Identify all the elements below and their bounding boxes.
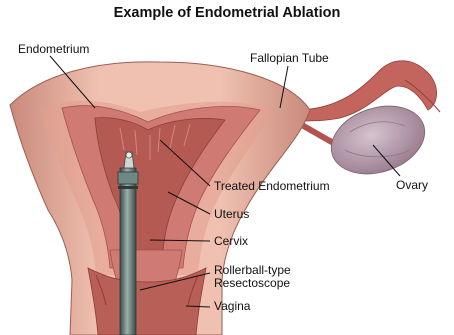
label-endometrium: Endometrium bbox=[18, 43, 89, 56]
label-fallopian-tube: Fallopian Tube bbox=[250, 52, 329, 65]
resectoscope-shaft bbox=[120, 168, 136, 335]
label-treated-endometrium: Treated Endometrium bbox=[214, 180, 330, 193]
label-uterus: Uterus bbox=[214, 208, 249, 221]
label-vagina: Vagina bbox=[214, 300, 250, 313]
label-resectoscope-line2: Resectoscope bbox=[214, 277, 290, 290]
label-cervix: Cervix bbox=[214, 235, 248, 248]
label-ovary: Ovary bbox=[396, 179, 428, 192]
